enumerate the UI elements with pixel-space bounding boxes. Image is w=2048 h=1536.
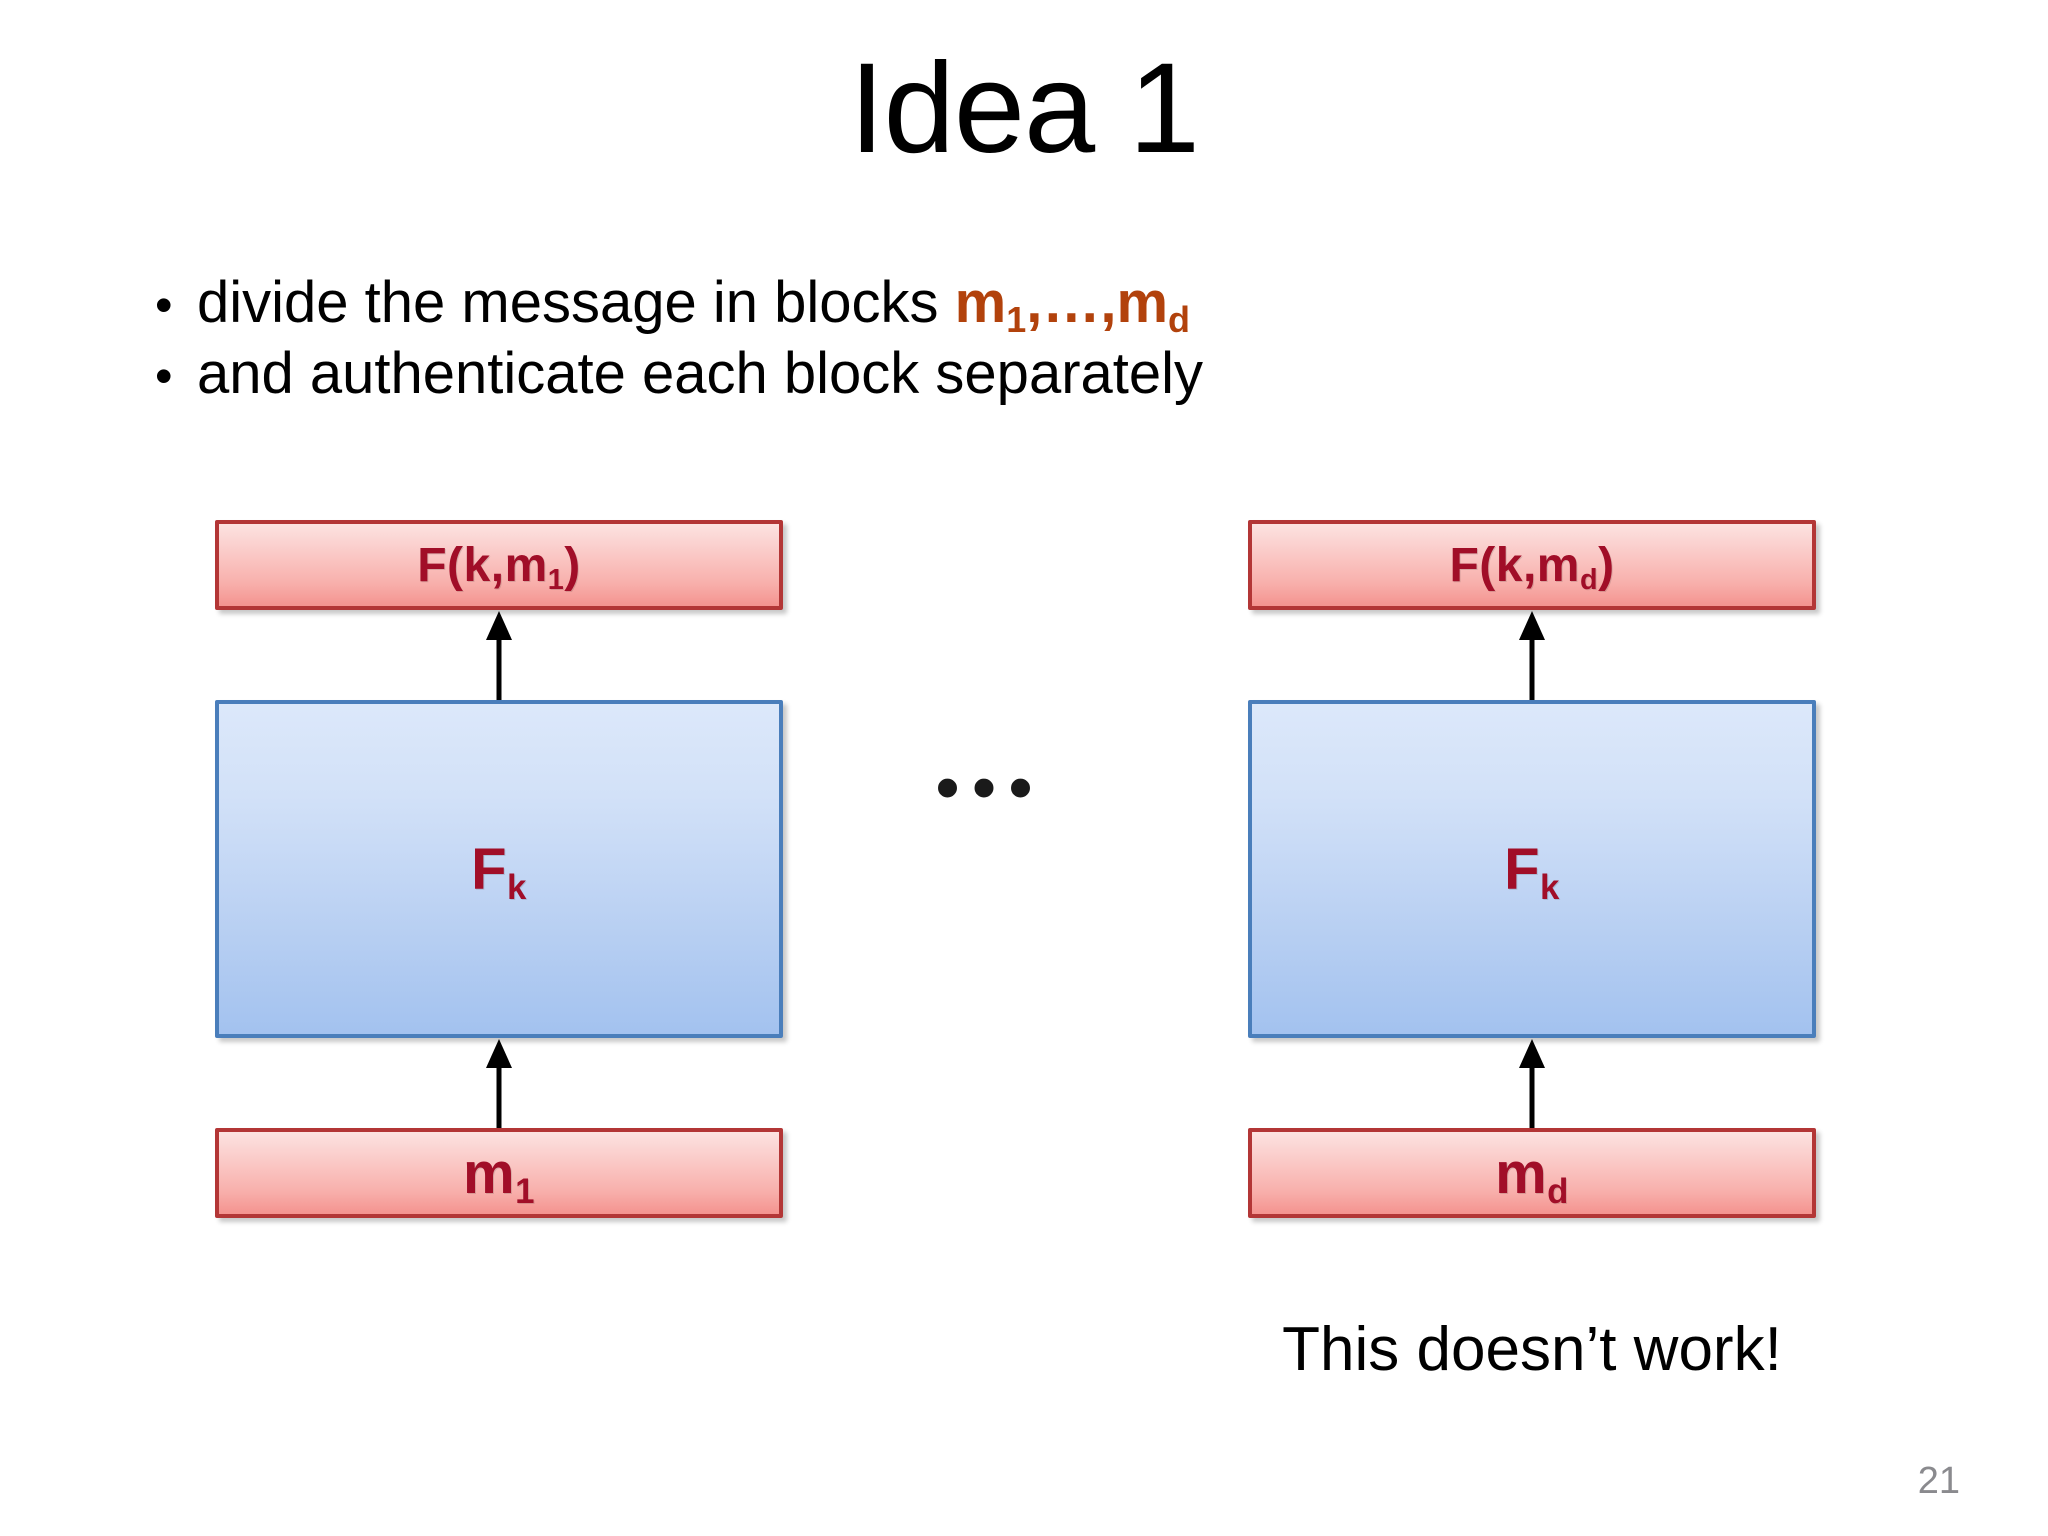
page-number: 21	[1917, 1460, 1960, 1502]
output-label-sub: 1	[547, 564, 565, 597]
output-box-right: F(k,md)	[1248, 520, 1816, 610]
output-label-main: F(k,m	[1449, 538, 1580, 592]
arrow-up-icon	[482, 610, 516, 700]
arrow-up-icon	[1515, 610, 1549, 700]
diagram-column-right: F(k,md) Fk	[1248, 520, 1816, 1218]
output-box-left: F(k,m1)	[215, 520, 783, 610]
bullet-item-2-text: and authenticate each block separately	[197, 340, 1204, 406]
arrow-gap-lower-right	[1248, 1038, 1816, 1128]
arrow-up-icon	[482, 1038, 516, 1128]
accent-separator: ,…,	[1026, 270, 1117, 335]
arrow-gap-lower-left	[215, 1038, 783, 1128]
ellipsis-separator: •••	[935, 748, 1045, 826]
diagram-caption: This doesn’t work!	[1282, 1315, 1782, 1384]
bullet-marker-icon: •	[155, 277, 173, 333]
function-label-sub: k	[1540, 867, 1560, 907]
bullet-item-1-text: divide the message in blocks	[197, 270, 955, 335]
bullet-list: • divide the message in blocks m1,…,md •…	[155, 268, 1655, 410]
bullet-item-1: • divide the message in blocks m1,…,md	[155, 268, 1655, 339]
output-label-sub: d	[1579, 564, 1599, 597]
arrow-gap-upper-right	[1248, 610, 1816, 700]
output-box-left-label: F(k,m1)	[417, 538, 581, 597]
output-box-right-label: F(k,md)	[1449, 538, 1615, 597]
output-label-tail: )	[564, 538, 581, 592]
accent-m-first: m	[954, 270, 1007, 335]
function-box-right-label: Fk	[1504, 836, 1560, 905]
accent-m-last: m	[1116, 270, 1169, 335]
input-label-sub: 1	[515, 1171, 535, 1211]
output-label-tail: )	[1598, 538, 1615, 592]
function-label-main: F	[1504, 836, 1541, 902]
function-box-left-label: Fk	[471, 836, 527, 905]
input-box-right-label: md	[1495, 1140, 1569, 1209]
input-label-main: m	[463, 1140, 516, 1206]
arrow-gap-upper-left	[215, 610, 783, 700]
diagram-column-left: F(k,m1) Fk	[215, 520, 783, 1218]
output-label-main: F(k,m	[417, 538, 548, 592]
input-label-main: m	[1495, 1140, 1548, 1206]
input-label-sub: d	[1547, 1171, 1569, 1211]
bullet-item-2: • and authenticate each block separately	[155, 339, 1655, 410]
function-box-left: Fk	[215, 700, 783, 1038]
function-label-sub: k	[507, 867, 527, 907]
arrow-up-icon	[1515, 1038, 1549, 1128]
function-label-main: F	[471, 836, 508, 902]
input-box-right: md	[1248, 1128, 1816, 1218]
input-box-left-label: m1	[463, 1140, 535, 1209]
bullet-item-1-accent: m1,…,md	[954, 270, 1190, 338]
accent-sub-last: d	[1168, 299, 1190, 341]
input-box-left: m1	[215, 1128, 783, 1218]
page-title: Idea 1	[849, 37, 1200, 180]
function-box-right: Fk	[1248, 700, 1816, 1038]
accent-sub-first: 1	[1006, 299, 1027, 341]
bullet-marker-icon: •	[155, 347, 173, 404]
